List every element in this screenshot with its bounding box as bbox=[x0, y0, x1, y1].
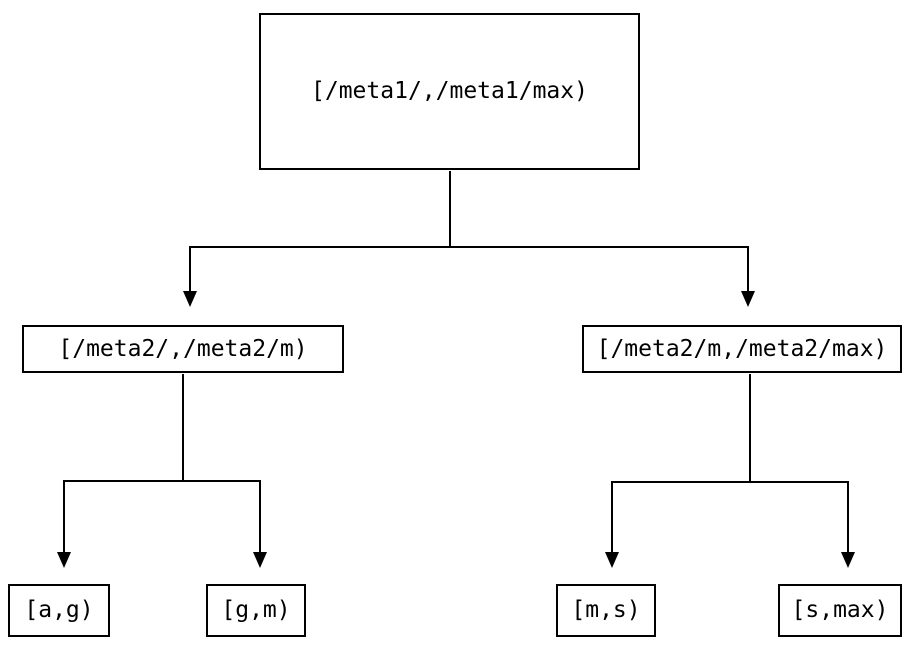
node-leaf-ms-label: [m,s) bbox=[571, 597, 641, 623]
node-leaf-ms: [m,s) bbox=[556, 584, 656, 637]
node-leaf-smax-label: [s,max) bbox=[791, 597, 889, 623]
edge-left-gm-arrowhead bbox=[253, 552, 267, 568]
edge-root-left-arrowhead bbox=[183, 291, 197, 307]
edge-right-smax-arrowhead bbox=[841, 552, 855, 568]
node-meta2-upper-label: [/meta2/m,/meta2/max) bbox=[596, 335, 888, 362]
node-meta2-lower: [/meta2/,/meta2/m) bbox=[22, 325, 344, 373]
node-meta2-upper: [/meta2/m,/meta2/max) bbox=[582, 325, 902, 373]
node-leaf-gm: [g,m) bbox=[206, 584, 306, 637]
node-leaf-smax: [s,max) bbox=[778, 584, 902, 637]
node-leaf-gm-label: [g,m) bbox=[221, 597, 291, 623]
node-meta2-lower-label: [/meta2/,/meta2/m) bbox=[58, 335, 308, 362]
node-leaf-ag: [a,g) bbox=[8, 584, 110, 637]
edge-right-branch bbox=[611, 481, 849, 553]
edge-root-branch bbox=[189, 246, 749, 292]
edge-right-ms-arrowhead bbox=[605, 552, 619, 568]
node-root: [/meta1/,/meta1/max) bbox=[259, 13, 640, 170]
edge-left-branch bbox=[63, 480, 261, 553]
node-leaf-ag-label: [a,g) bbox=[24, 597, 94, 623]
edge-root-right-arrowhead bbox=[741, 291, 755, 307]
edge-left-ag-arrowhead bbox=[57, 552, 71, 568]
node-root-label: [/meta1/,/meta1/max) bbox=[311, 78, 588, 104]
